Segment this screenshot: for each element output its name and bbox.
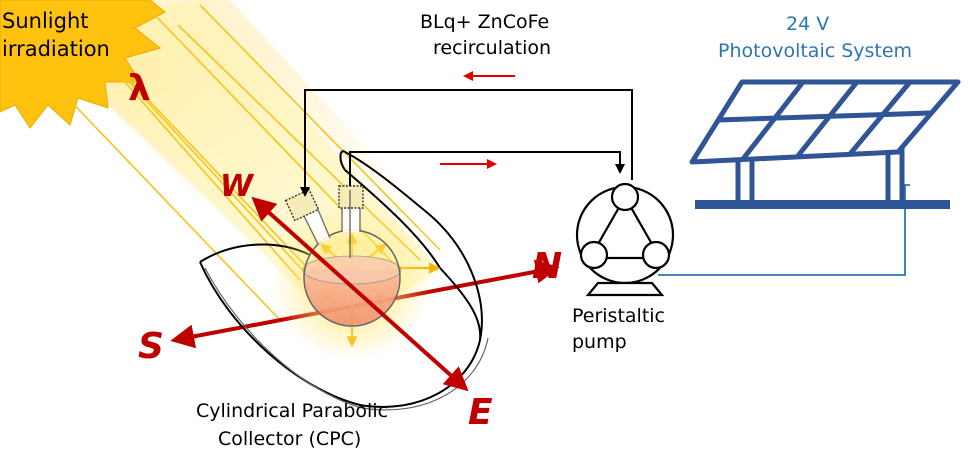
- pv-system-label: Photovoltaic System: [718, 40, 912, 62]
- wavelength-symbol: λ: [128, 68, 151, 109]
- pump-label-line1: Peristaltic: [572, 305, 665, 327]
- compass-west-label: W: [220, 169, 255, 204]
- peristaltic-pump-icon: [575, 182, 675, 297]
- pv-voltage-label: 24 V: [786, 13, 829, 35]
- recirculation-pipes: [300, 89, 633, 197]
- compass-south-label: S: [138, 326, 164, 367]
- solar-panel-icon: [689, 79, 961, 209]
- sunlight-label-line2: irradiation: [2, 37, 110, 61]
- sunlight-label-line1: Sunlight: [2, 9, 89, 33]
- recirculation-label-line1: BLq+ ZnCoFe: [420, 11, 549, 33]
- compass-north-label: N: [532, 246, 562, 287]
- cpc-label-line1: Cylindrical Parabolic: [196, 400, 388, 422]
- cpc-label-line2: Collector (CPC): [218, 428, 361, 450]
- pump-label-line2: pump: [572, 331, 627, 353]
- recirculation-label-line2: recirculation: [433, 37, 551, 59]
- sun-icon: [0, 0, 166, 129]
- compass-west-east-axis: [251, 196, 469, 392]
- power-cable: [658, 184, 910, 276]
- compass-east-label: E: [468, 392, 493, 433]
